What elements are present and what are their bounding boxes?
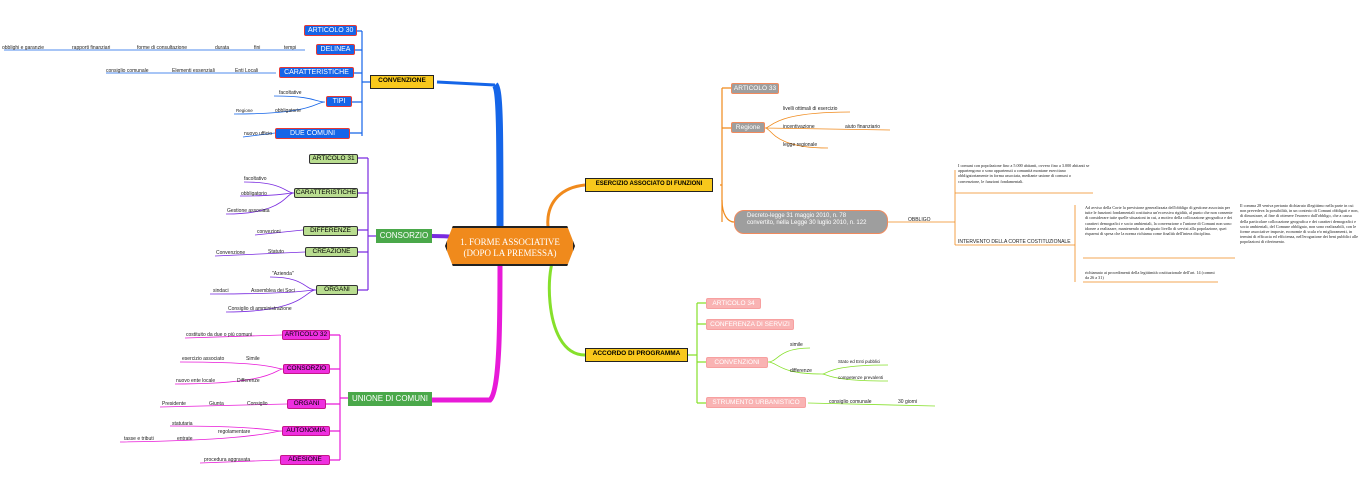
delinea-item: durata xyxy=(215,45,230,51)
articolo-34-node[interactable]: ARTICOLO 34 xyxy=(706,298,761,309)
regione-node[interactable]: Regione xyxy=(731,122,765,133)
consorzio-caratteristiche-item: Gestione associata xyxy=(227,208,270,214)
delinea-item: forme di consultazione xyxy=(137,45,188,51)
autonomia-node[interactable]: AUTONOMIA xyxy=(282,426,330,436)
creazione-item: Convenzione xyxy=(216,250,246,256)
consorzio-caratteristiche-node[interactable]: CARATTERISTICHE xyxy=(294,188,358,198)
unione-consorzio-item: Differenze xyxy=(237,378,260,384)
convenzione-topic[interactable]: CONVENZIONE xyxy=(370,75,434,89)
esercizio-topic[interactable]: ESERCIZIO ASSOCIATO DI FUNZIONI xyxy=(585,178,713,192)
unione-organi-item: Giunta xyxy=(209,401,224,407)
articolo-30-node[interactable]: ARTICOLO 30 xyxy=(304,25,357,36)
accordo-topic[interactable]: ACCORDO DI PROGRAMMA xyxy=(585,348,688,362)
conferenza-node[interactable]: CONFERENZA DI SERVIZI xyxy=(706,319,794,330)
caratteristiche-item: Enti Locali xyxy=(235,68,259,74)
tipi-item: Regione xyxy=(236,108,253,113)
consorzio-organi-item: sindaci xyxy=(213,288,229,294)
convenzioni-item: simile xyxy=(790,342,803,348)
convenzioni-item: differenze xyxy=(790,368,812,374)
autonomia-item: regolamentare xyxy=(218,429,251,435)
autonomia-item: entrate xyxy=(177,436,193,442)
unione-consorzio-item: Simile xyxy=(246,356,260,362)
convenzioni-item: Stato ed Enti pubblici xyxy=(838,359,881,364)
articolo-31-node[interactable]: ARTICOLO 31 xyxy=(309,154,358,164)
corte-text: Ad avviso della Corte la previsione gene… xyxy=(1085,205,1233,237)
decreto-node[interactable]: Decreto-legge 31 maggio 2010, n. 78 conv… xyxy=(734,210,888,234)
consorzio-topic[interactable]: CONSORZIO xyxy=(376,229,432,243)
unione-organi-item: Consiglio xyxy=(247,401,268,407)
strumento-item: 30 giorni xyxy=(898,399,918,405)
due-comuni-item: nuovo ufficio xyxy=(244,131,272,137)
decreto-label: Decreto-legge 31 maggio 2010, n. 78 conv… xyxy=(747,213,867,226)
delinea-node[interactable]: DELINEA xyxy=(316,44,355,55)
regione-item: legge regionale xyxy=(783,142,818,148)
consorzio-organi-item: Consiglio di amministrazione xyxy=(228,306,292,312)
consorzio-caratteristiche-item: facoltativo xyxy=(244,176,267,182)
central-subtitle: (DOPO LA PREMESSA) xyxy=(463,248,557,258)
delinea-item: rapporti finanziari xyxy=(72,45,111,51)
differenze-node[interactable]: DIFFERENZE xyxy=(303,226,358,236)
unione-consorzio-item: esercizio associato xyxy=(182,356,225,362)
regione-item: incentivazione xyxy=(783,124,815,130)
caratteristiche-item: consiglio comunale xyxy=(106,68,149,74)
autonomia-item: statutaria xyxy=(172,421,193,427)
adesione-node[interactable]: ADESIONE xyxy=(280,455,330,465)
unione-consorzio-item: nuovo ente locale xyxy=(176,378,216,384)
due-comuni-node[interactable]: DUE COMUNI xyxy=(275,128,350,139)
comma-text: Il comma 28 veniva pertanto dichiarato i… xyxy=(1240,203,1359,245)
central-topic[interactable]: 1. FORME ASSOCIATIVE (DOPO LA PREMESSA) xyxy=(445,226,575,266)
richiamo-text: richiamato ai procedimenti della legitti… xyxy=(1085,270,1215,281)
consorzio-organi-node[interactable]: ORGANI xyxy=(316,285,358,295)
regione-item: aiuto finanziario xyxy=(845,124,881,130)
delinea-item: tempi xyxy=(284,45,297,51)
consorzio-caratteristiche-item: obbligatorio xyxy=(241,191,267,197)
unione-consorzio-node[interactable]: CONSORZIO xyxy=(283,364,330,374)
articolo-32-node[interactable]: ARTICOLO 32 xyxy=(282,330,330,340)
tipi-item: obbligatorie xyxy=(275,108,301,114)
corte-label: INTERVENTO DELLA CORTE COSTITUZIONALE xyxy=(958,239,1071,245)
caratteristiche-node[interactable]: CARATTERISTICHE xyxy=(279,67,354,78)
autonomia-item: tasse e tributi xyxy=(124,436,154,442)
convenzioni-item: competenze prevalenti xyxy=(838,375,884,380)
consorzio-organi-item: "Azienda" xyxy=(272,271,294,277)
differenze-item: convezioni xyxy=(257,229,281,235)
delinea-item: fini xyxy=(254,45,261,51)
articolo-33-node[interactable]: ARTICOLO 33 xyxy=(731,83,779,94)
regione-item: livelli ottimali di esercizio xyxy=(783,106,838,112)
obbligo-text: I comuni con popolazione fino a 5.000 ab… xyxy=(958,163,1090,184)
creazione-node[interactable]: CREAZIONE xyxy=(305,247,358,257)
caratteristiche-item: Elementi essenziali xyxy=(172,68,215,74)
strumento-item: consiglio comunale xyxy=(829,399,872,405)
adesione-item: procedura aggravata xyxy=(204,457,251,463)
central-title: 1. FORME ASSOCIATIVE xyxy=(460,237,560,247)
unione-organi-node[interactable]: ORGANI xyxy=(287,399,326,409)
consorzio-organi-item: Assemblea dei Soci xyxy=(251,288,295,294)
strumento-node[interactable]: STRUMENTO URBANISTICO xyxy=(706,397,806,408)
tipi-node[interactable]: TIPI xyxy=(326,96,352,107)
articolo-32-item: costituito da due o più comuni xyxy=(186,332,253,338)
unione-topic[interactable]: UNIONE DI COMUNI xyxy=(348,392,432,406)
convenzioni-node[interactable]: CONVENZIONI xyxy=(706,357,768,368)
creazione-item: Statuto xyxy=(268,249,284,255)
tipi-item: facoltative xyxy=(279,90,302,96)
unione-organi-item: Presidente xyxy=(162,401,186,407)
delinea-item: obblighi e garanzie xyxy=(2,45,44,51)
obbligo-label: OBBLIGO xyxy=(908,217,931,223)
